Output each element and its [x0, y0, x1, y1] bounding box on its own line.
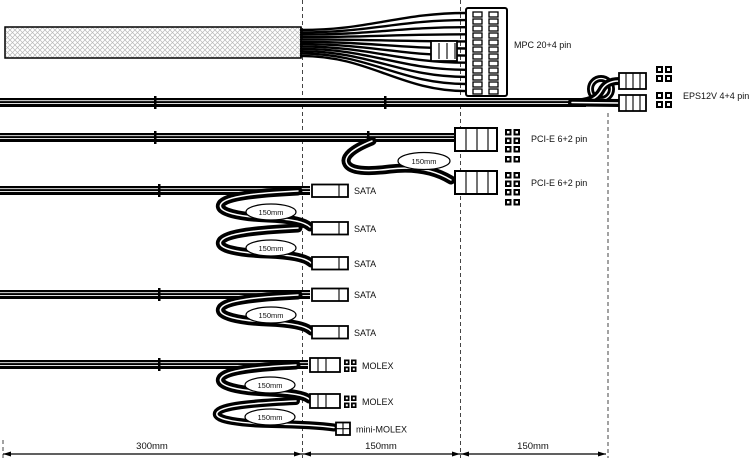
cable-tie	[367, 131, 370, 144]
eps-label: EPS12V 4+4 pin	[683, 91, 749, 101]
mpc-label: MPC 20+4 pin	[514, 40, 571, 50]
molex-connector-1	[309, 357, 341, 373]
sata-connector-3	[311, 256, 349, 271]
atx-sleeved-cable: MPC 20+4 pin	[4, 7, 571, 97]
pcie-pin-face-2	[505, 172, 520, 206]
eps-pin-face-top	[656, 66, 672, 82]
dimension-annotations: 300mm 150mm 150mm	[3, 441, 606, 457]
eps-pin-face-bottom	[656, 92, 672, 108]
cable-tie	[154, 96, 157, 109]
cable-tie	[154, 131, 157, 144]
pcie-2-label: PCI-E 6+2 pin	[531, 178, 587, 188]
molex-pin-face-2	[344, 395, 357, 408]
arrowhead	[303, 451, 311, 457]
sata-connector-5	[311, 325, 349, 340]
pcie-loop-length-label: 150mm	[411, 157, 436, 166]
sata-loop-b-label: 150mm	[258, 244, 283, 253]
mini-molex-label: mini-MOLEX	[356, 425, 407, 435]
mini-molex-connector	[335, 421, 351, 436]
sata-2-label: SATA	[354, 224, 376, 234]
sata-3-label: SATA	[354, 259, 376, 269]
molex-loop-a-badge	[244, 376, 296, 394]
sata2-cable-bar	[0, 290, 310, 299]
connector-latch	[430, 40, 458, 62]
pcie-1-label: PCI-E 6+2 pin	[531, 134, 587, 144]
molex-loop-a-label: 150mm	[257, 381, 282, 390]
sata-loop-a-label: 150mm	[258, 208, 283, 217]
sata-4-label: SATA	[354, 290, 376, 300]
molex-2-label: MOLEX	[362, 397, 394, 407]
mpc-connector	[465, 7, 508, 97]
cable-tie	[158, 358, 161, 371]
arrowhead	[294, 451, 302, 457]
arrowhead	[598, 451, 606, 457]
sata-connector-4	[311, 287, 349, 302]
pcie-pin-face-1	[505, 129, 520, 163]
molex-loop-b-label: 150mm	[257, 413, 282, 422]
braided-sleeve	[4, 26, 302, 59]
dimension-label-1: 300mm	[136, 441, 168, 452]
sata-loop-c-badge	[245, 306, 297, 324]
molex-chain: MOLEX 150mm MOLEX 150mm mini-MOLEX	[0, 357, 407, 436]
arrowhead	[3, 451, 11, 457]
molex-pin-face-1	[344, 359, 357, 372]
pcie-cable: 150mm PCI-E 6+2 pin	[0, 127, 587, 206]
sata-loop-c-label: 150mm	[258, 311, 283, 320]
sata-connector-2	[311, 221, 349, 236]
pcie-loop-length-badge	[397, 151, 451, 171]
molex-loop-b-badge	[244, 408, 296, 426]
arrowhead	[461, 451, 469, 457]
arrowhead	[452, 451, 460, 457]
eps-cable-bar	[0, 98, 586, 107]
eps-connector-top	[618, 72, 647, 90]
dimension-label-3: 150mm	[517, 441, 549, 452]
sata-chain-1: SATA 150mm SATA 150mm SATA	[0, 183, 376, 271]
molex-connector-2	[309, 393, 341, 409]
pcie-cable-bar	[0, 133, 455, 142]
eps-cable: EPS12V 4+4 pin	[0, 66, 749, 112]
cable-tie	[158, 184, 161, 197]
sata-connector-1	[311, 183, 349, 198]
molex-1-label: MOLEX	[362, 361, 394, 371]
molex-cable-bar	[0, 360, 308, 369]
sata-1-label: SATA	[354, 186, 376, 196]
cable-tie	[158, 288, 161, 301]
sata-loop-b-badge	[245, 239, 297, 257]
sata1-cable-bar	[0, 186, 310, 195]
sata-loop-a-badge	[245, 203, 297, 221]
dimension-label-2: 150mm	[365, 441, 397, 452]
pcie-connector-2	[454, 170, 498, 195]
eps-connector-bottom	[618, 94, 647, 112]
dashed-guide-lines	[2, 0, 609, 458]
sata-chain-2: SATA 150mm SATA	[0, 287, 376, 340]
pcie-connector-1	[454, 127, 498, 152]
cable-tie	[384, 96, 387, 109]
sata-5-label: SATA	[354, 328, 376, 338]
